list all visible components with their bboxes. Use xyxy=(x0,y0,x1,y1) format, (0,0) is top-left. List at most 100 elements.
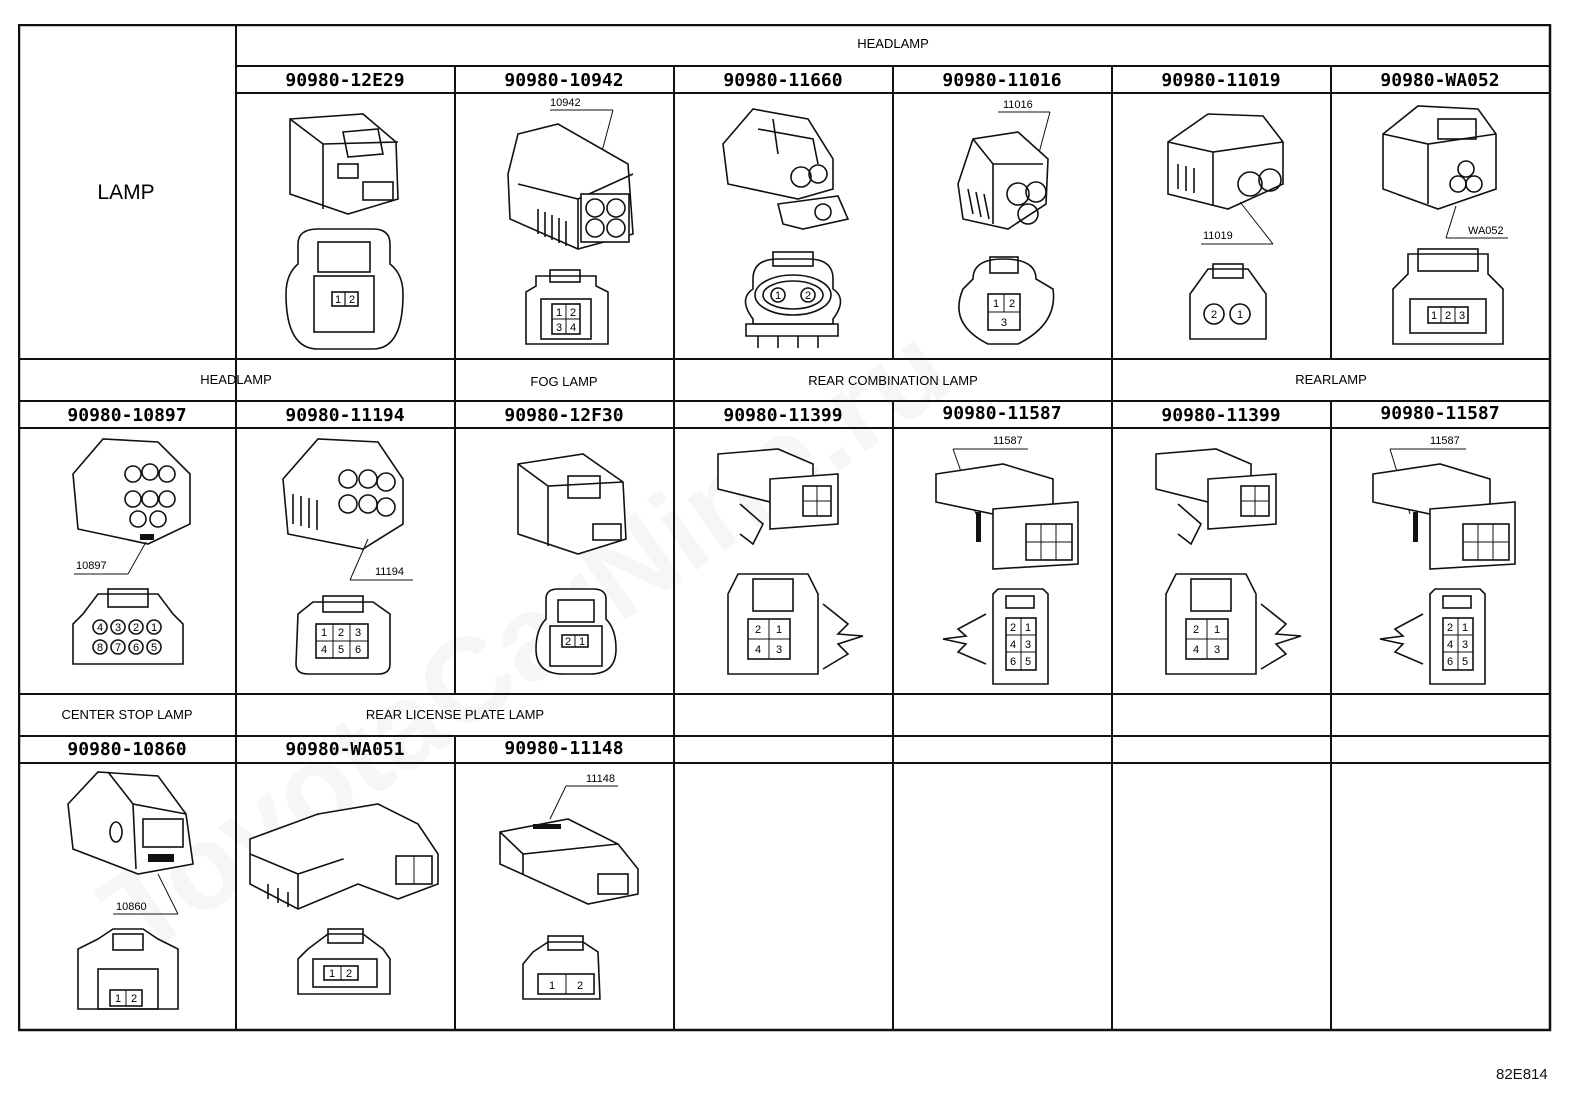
group-title-rearlamp: REARLAMP xyxy=(1295,372,1367,387)
pin-label: 2 xyxy=(570,307,576,319)
callout-label: 11019 xyxy=(1203,230,1233,242)
pin-label: 2 xyxy=(755,624,761,636)
callout-label: 11587 xyxy=(1430,435,1460,447)
part-number: 90980-WA051 xyxy=(285,739,404,760)
callout-label: 11016 xyxy=(1003,99,1033,111)
pin-label: 1 xyxy=(321,627,327,639)
figure-code: 82E814 xyxy=(1496,1066,1548,1083)
connector-illustration: 11194 xyxy=(282,438,413,581)
connector-illustration xyxy=(722,108,850,230)
pin-face: 1 2 xyxy=(285,228,404,350)
connector-illustration: 10897 xyxy=(72,438,191,575)
pin-label: 1 xyxy=(329,968,335,980)
pin-face: 1 2 xyxy=(744,251,842,348)
pin-label: 1 xyxy=(1237,309,1243,321)
pin-face: 2 1 4 3 6 5 xyxy=(1379,588,1486,685)
pin-label: 2 xyxy=(577,980,583,992)
pin-label: 7 xyxy=(115,642,121,654)
pin-face: 1 2 xyxy=(77,928,179,1010)
pin-face: 2 1 4 3 xyxy=(727,573,864,675)
pin-face: 1 2 3 xyxy=(958,256,1055,345)
pin-face: 2 1 4 3 6 5 xyxy=(942,588,1049,685)
pin-label: 2 xyxy=(349,294,355,306)
callout-label: 10942 xyxy=(550,97,581,109)
group-title-rear-combination-lamp: REAR COMBINATION LAMP xyxy=(808,373,978,388)
pin-label: 4 xyxy=(1010,639,1016,651)
callout-label: 10897 xyxy=(76,560,107,572)
part-number: 90980-11660 xyxy=(723,70,842,91)
pin-label: 1 xyxy=(556,307,562,319)
pin-label: 4 xyxy=(1193,644,1199,656)
pin-face: 4 3 2 1 8 7 6 5 xyxy=(72,588,184,665)
pin-label: 1 xyxy=(549,980,555,992)
part-number: 90980-11194 xyxy=(285,405,404,426)
pin-face: 2 1 4 3 xyxy=(1165,573,1302,675)
pin-label: 2 xyxy=(131,993,137,1005)
connector-illustration xyxy=(249,803,439,910)
pin-face: 1 2 xyxy=(522,935,601,1000)
part-number: 90980-11587 xyxy=(942,403,1061,424)
side-label: LAMP xyxy=(97,181,154,204)
part-number: 90980-11019 xyxy=(1161,70,1280,91)
pin-label: 3 xyxy=(776,644,782,656)
part-number: 90980-11399 xyxy=(723,405,842,426)
pin-label: 3 xyxy=(115,622,121,634)
pin-label: 3 xyxy=(355,627,361,639)
connector-table: LAMP HEADLAMP HEADLAMP FOG LAMP REAR COM… xyxy=(18,24,1552,1032)
group-title-center-stop-lamp: CENTER STOP LAMP xyxy=(62,707,193,722)
pin-label: 3 xyxy=(1459,310,1465,322)
callout-label: 11148 xyxy=(586,773,615,785)
group-title-fog-lamp: FOG LAMP xyxy=(530,374,597,389)
table-grid xyxy=(18,24,1552,1032)
group-title-headlamp: HEADLAMP xyxy=(857,36,929,51)
pin-label: 1 xyxy=(1025,622,1031,634)
pin-label: 1 xyxy=(579,636,585,648)
part-number: 90980-11148 xyxy=(504,738,623,759)
part-number: 90980-12E29 xyxy=(285,70,404,91)
pin-face: 2 1 xyxy=(1189,263,1267,340)
connector-illustration: 11148 xyxy=(499,773,639,905)
pin-label: 3 xyxy=(1001,317,1007,329)
pin-label: 8 xyxy=(97,642,103,654)
pin-label: 2 xyxy=(1193,624,1199,636)
part-number: 90980-12F30 xyxy=(504,405,623,426)
group-title-headlamp-2: HEADLAMP xyxy=(200,372,272,387)
pin-label: 1 xyxy=(993,298,999,310)
pin-label: 1 xyxy=(1462,622,1468,634)
pin-label: 2 xyxy=(1445,310,1451,322)
pin-label: 1 xyxy=(776,624,782,636)
pin-label: 2 xyxy=(338,627,344,639)
part-number: 90980-10942 xyxy=(504,70,623,91)
pin-label: 4 xyxy=(1447,639,1453,651)
pin-label: 4 xyxy=(755,644,761,656)
connector-illustration: 11016 xyxy=(957,99,1051,230)
pin-label: 6 xyxy=(1447,656,1453,668)
pin-label: 1 xyxy=(151,622,157,634)
pin-label: 5 xyxy=(1025,656,1031,668)
pin-label: 3 xyxy=(1462,639,1468,651)
connector-illustration: WA052 xyxy=(1382,105,1508,239)
callout-label: 11587 xyxy=(993,435,1023,447)
connector-illustration: 11019 xyxy=(1167,113,1284,245)
part-number: 90980-11016 xyxy=(942,70,1061,91)
pin-label: 1 xyxy=(775,290,781,302)
pin-label: 5 xyxy=(151,642,157,654)
pin-label: 4 xyxy=(570,322,576,334)
pin-label: 3 xyxy=(1214,644,1220,656)
connector-illustration: 11587 xyxy=(1372,435,1516,570)
pin-label: 4 xyxy=(97,622,103,634)
group-title-rear-license-plate-lamp: REAR LICENSE PLATE LAMP xyxy=(366,707,544,722)
pin-label: 5 xyxy=(1462,656,1468,668)
connector-illustration: 10860 xyxy=(67,771,194,915)
connector-illustration xyxy=(717,448,839,546)
pin-face: 1 2 3 4 xyxy=(525,269,609,345)
part-number: 90980-10897 xyxy=(67,405,186,426)
connector-illustration xyxy=(517,453,627,555)
pin-face: 1 2 3 4 5 6 xyxy=(295,595,391,675)
pin-label: 6 xyxy=(1010,656,1016,668)
callout-label: 10860 xyxy=(116,901,147,913)
pin-label: 1 xyxy=(1214,624,1220,636)
part-number: 90980-WA052 xyxy=(1380,70,1499,91)
connector-illustration: 10942 xyxy=(507,97,634,250)
part-number: 90980-11587 xyxy=(1380,403,1499,424)
